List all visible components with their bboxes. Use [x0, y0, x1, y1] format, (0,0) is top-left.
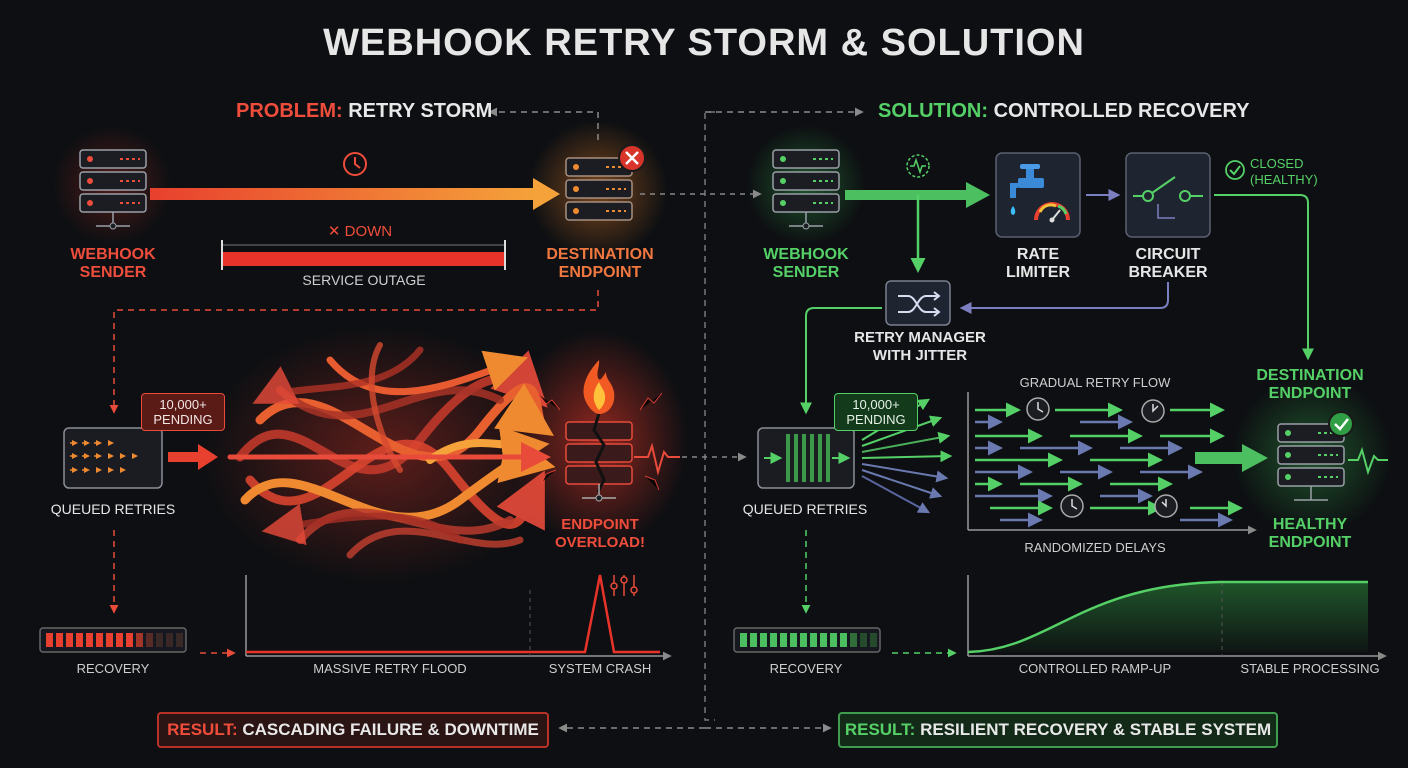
down-label: ✕ DOWN [327, 223, 393, 240]
server-icon [772, 149, 840, 230]
solution-result-box: RESULT: RESILIENT RECOVERY & STABLE SYST… [838, 712, 1278, 748]
heartbeat-icon [906, 154, 930, 178]
problem-sender-label: WEBHOOK SENDER [70, 246, 156, 281]
problem-chart [245, 574, 672, 661]
flood-label: MASSIVE RETRY FLOOD [313, 661, 467, 676]
retry-manager-label: RETRY MANAGER WITH JITTER [854, 329, 986, 364]
solution-result-prefix: RESULT: [844, 720, 916, 739]
clock-icon [1026, 397, 1178, 518]
ramp-line [967, 580, 1368, 654]
retry-manager-box [885, 280, 951, 326]
queue-icon [63, 427, 163, 489]
check-icon [1328, 411, 1354, 437]
controls-icon [610, 575, 638, 596]
server-icon [1277, 423, 1345, 501]
server-icon [565, 409, 633, 502]
outage-label: SERVICE OUTAGE [302, 272, 426, 288]
retry-storm-arrows [227, 342, 556, 559]
problem-destination-label: DESTINATION ENDPOINT [546, 246, 654, 281]
shuffle-icon [898, 291, 941, 317]
solution-header-text: CONTROLLED RECOVERY [993, 100, 1250, 122]
clock-icon [343, 152, 367, 176]
problem-header-prefix: PROBLEM: [236, 100, 343, 122]
problem-result-prefix: RESULT: [167, 720, 238, 739]
server-icon [565, 157, 633, 221]
stable-label: STABLE PROCESSING [1240, 661, 1380, 676]
ramp-label: CONTROLLED RAMP-UP [1018, 661, 1172, 676]
recovery-segments [740, 633, 877, 647]
flood-line [246, 574, 660, 654]
solution-recovery-label: RECOVERY [769, 661, 843, 676]
problem-pending-badge: 10,000+ PENDING [141, 393, 225, 431]
overload-label: ENDPOINT OVERLOAD! [555, 516, 645, 551]
problem-queue-label: QUEUED RETRIES [50, 501, 176, 517]
problem-header: PROBLEM: RETRY STORM [236, 100, 492, 123]
solution-header-prefix: SOLUTION: [878, 100, 988, 122]
solution-pending-badge: 10,000+ PENDING [834, 393, 918, 431]
solution-header: SOLUTION: CONTROLLED RECOVERY [878, 100, 1250, 123]
solution-queue-label: QUEUED RETRIES [742, 501, 868, 517]
solution-sender-label: WEBHOOK SENDER [763, 246, 849, 281]
problem-header-text: RETRY STORM [348, 100, 493, 122]
check-icon [1225, 160, 1245, 180]
rate-limiter-box [995, 152, 1081, 238]
error-icon [618, 144, 646, 172]
crash-label: SYSTEM CRASH [548, 661, 652, 676]
gradual-flow-chart [967, 392, 1268, 535]
faucet-icon [1010, 164, 1044, 215]
healthy-label: HEALTHY ENDPOINT [1268, 516, 1352, 551]
recovery-segments [46, 633, 183, 647]
solution-chart [967, 575, 1387, 661]
heartbeat-icon [1348, 446, 1388, 476]
randomized-label: RANDOMIZED DELAYS [1024, 540, 1166, 555]
solution-result-text: RESILIENT RECOVERY & STABLE SYSTEM [920, 720, 1272, 739]
heartbeat-icon [634, 442, 680, 476]
problem-result-text: CASCADING FAILURE & DOWNTIME [242, 720, 539, 739]
lightning-cracks [537, 392, 663, 491]
gradual-flow-label: GRADUAL RETRY FLOW [1019, 375, 1171, 390]
gauge-icon [1034, 202, 1070, 223]
solution-destination-label: DESTINATION ENDPOINT [1256, 367, 1364, 402]
switch-icon [1133, 176, 1203, 202]
closed-label: CLOSED (HEALTHY) [1250, 156, 1318, 187]
problem-recovery-label: RECOVERY [76, 661, 150, 676]
page-title: WEBHOOK RETRY STORM & SOLUTION [323, 22, 1085, 64]
circuit-breaker-box [1125, 152, 1211, 238]
server-icon [79, 149, 147, 230]
circuit-breaker-label: CIRCUIT BREAKER [1128, 246, 1208, 281]
fire-icon [583, 360, 615, 414]
problem-result-box: RESULT: CASCADING FAILURE & DOWNTIME [157, 712, 549, 748]
rate-limiter-label: RATE LIMITER [1006, 246, 1070, 281]
queue-icon [757, 427, 855, 489]
